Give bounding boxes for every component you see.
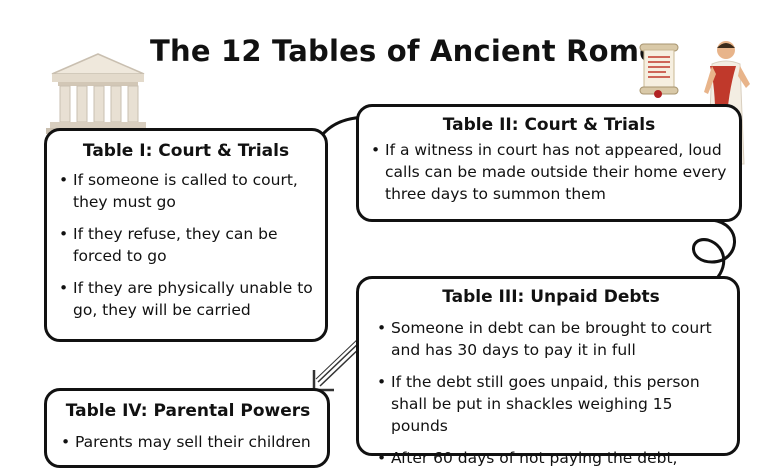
table-1-list: If someone is called to court, they must… — [57, 169, 315, 321]
table-3-heading: Table III: Unpaid Debts — [442, 287, 660, 307]
list-item: If they are physically unable to go, the… — [57, 277, 315, 321]
list-item: Parents may sell their children — [59, 431, 317, 453]
table-1-card: Table I: Court & Trials If someone is ca… — [44, 128, 328, 342]
list-item: Someone in debt can be brought to court … — [375, 317, 727, 361]
table-4-card: Table IV: Parental Powers Parents may se… — [44, 388, 330, 468]
table-3-card: Table III: Unpaid Debts Someone in debt … — [356, 276, 740, 469]
list-item: If the debt still goes unpaid, this pers… — [375, 371, 727, 437]
table-2-list: If a witness in court has not appeared, … — [369, 139, 729, 205]
table-3-list: Someone in debt can be brought to court … — [375, 317, 727, 469]
table-1-heading: Table I: Court & Trials — [82, 141, 290, 161]
table-2-heading: Table II: Court & Trials — [442, 115, 656, 135]
scroll-icon — [639, 43, 679, 98]
table-2-card: Table II: Court & Trials If a witness in… — [356, 104, 742, 222]
list-item: After 60 days of not paying the debt, — [375, 447, 727, 469]
table-4-list: Parents may sell their children — [59, 431, 317, 453]
list-item: If a witness in court has not appeared, … — [369, 139, 729, 205]
page-title: The 12 Tables of Ancient Rome — [150, 34, 660, 68]
list-item: If someone is called to court, they must… — [57, 169, 315, 213]
list-item: If they refuse, they can be forced to go — [57, 223, 315, 267]
table-4-heading: Table IV: Parental Powers — [65, 401, 311, 421]
